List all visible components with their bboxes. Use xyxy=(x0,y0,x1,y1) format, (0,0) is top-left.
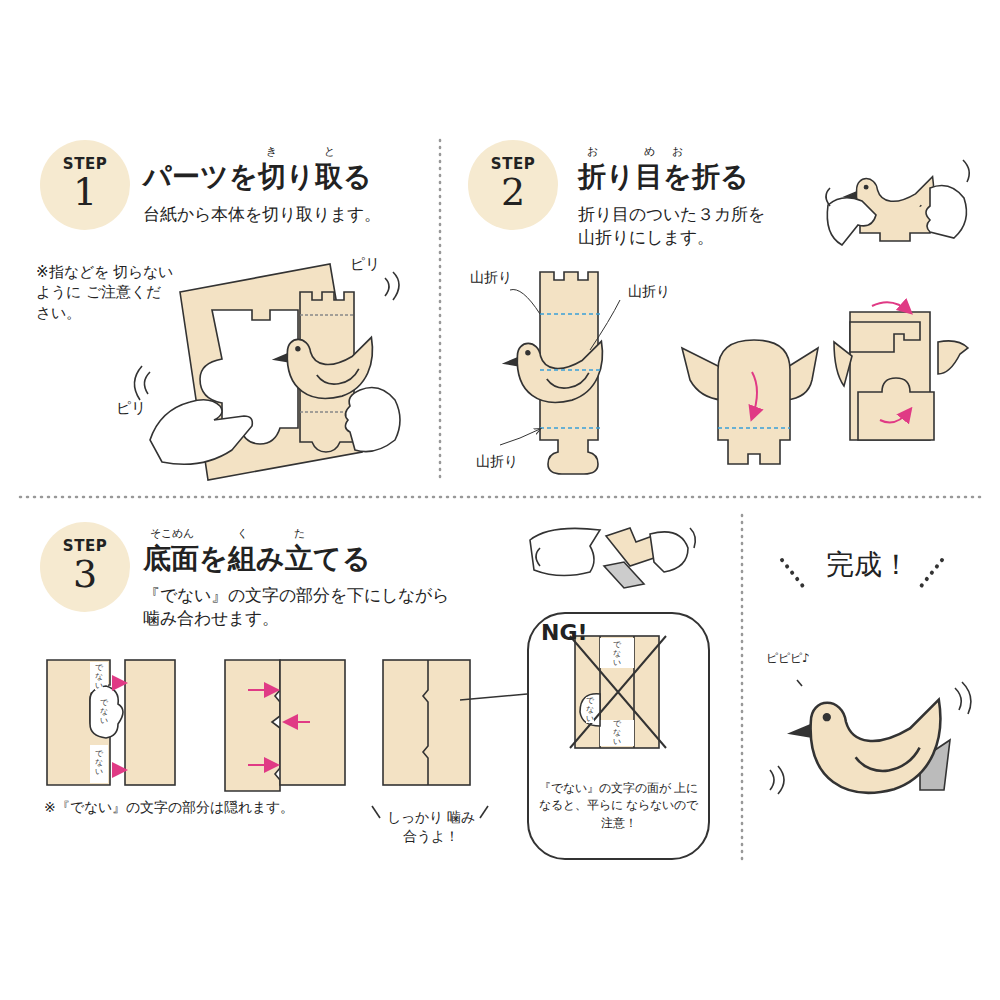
step-word: STEP xyxy=(63,539,107,554)
fold-label: 山折り xyxy=(476,452,518,471)
step1-illustration xyxy=(134,264,400,480)
fold-label: 山折り xyxy=(628,282,670,301)
step-text: 折り目のついた３カ所を 山折りにします。 xyxy=(578,203,778,249)
complete-label: 完成！ xyxy=(826,546,910,584)
note: ※『でない』の文字の部分は隠れます。 xyxy=(44,798,294,817)
speech-note: しっかり 噛み合うよ！ xyxy=(384,808,478,846)
step-text: 台紙から本体を切り取ります。 xyxy=(143,203,381,226)
step-number: 1 xyxy=(73,172,97,214)
fold-label: 山折り xyxy=(470,268,512,287)
furigana: お xyxy=(587,145,598,160)
tab-mark: でない xyxy=(100,699,108,725)
step-word: STEP xyxy=(491,157,535,172)
step-badge: STEP3 xyxy=(40,522,130,612)
step2-illustration xyxy=(500,160,969,474)
sound-effect: ピリ xyxy=(350,254,380,274)
tab-mark: でない xyxy=(613,720,621,746)
step3-illustration xyxy=(47,528,971,818)
tab-mark: でない xyxy=(586,697,594,723)
tab-mark: でない xyxy=(613,641,621,667)
tab-mark: でない xyxy=(95,664,103,690)
step-badge: STEP1 xyxy=(40,140,130,230)
furigana: と xyxy=(324,145,335,160)
step-word: STEP xyxy=(63,157,107,172)
divider xyxy=(20,140,980,860)
ng-mark: NG! xyxy=(541,620,588,645)
step-number: 2 xyxy=(501,172,525,214)
tab-mark: でない xyxy=(95,750,103,776)
sound-effect: ピピピ♪ xyxy=(766,650,810,666)
furigana: そこめん xyxy=(150,527,194,542)
furigana: く xyxy=(237,527,248,542)
caution-note: ※指などを 切らないように ご注意ください。 xyxy=(36,262,174,323)
ng-note: 『でない』の文字の面が 上になると、平らに ならないので注意！ xyxy=(537,780,700,832)
step-text: 『でない』の文字の部分を下にしながら 噛み合わせます。 xyxy=(143,584,465,630)
furigana: き xyxy=(266,145,277,160)
step-number: 3 xyxy=(73,554,97,596)
sound-effect: ピリ xyxy=(116,398,146,418)
furigana: め xyxy=(644,145,655,160)
furigana: た xyxy=(294,527,305,542)
step-heading: 折り目を折る xyxy=(578,158,749,196)
furigana: お xyxy=(672,145,683,160)
step-heading: パーツを切り取る xyxy=(143,158,372,196)
step-badge: STEP2 xyxy=(468,140,558,230)
step-heading: 底面を組み立てる xyxy=(143,540,371,578)
